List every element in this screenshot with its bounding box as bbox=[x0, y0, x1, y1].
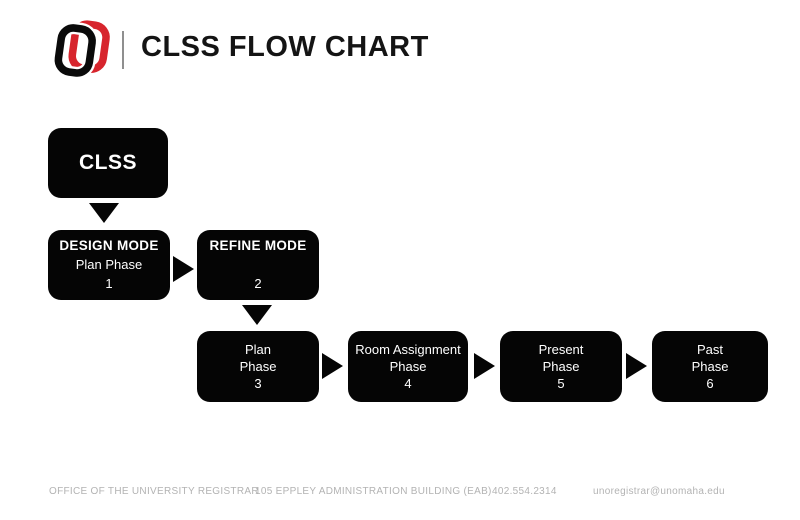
design-mode-title: DESIGN MODE bbox=[59, 238, 159, 253]
arrow-right-icon bbox=[626, 353, 647, 379]
phase3-line1: Plan bbox=[244, 342, 272, 357]
refine-mode-number: 2 bbox=[254, 276, 262, 291]
flow-box-room-assignment-phase-4: Room Assignment Phase 4 bbox=[348, 331, 468, 402]
phase5-number: 5 bbox=[557, 376, 565, 391]
page-title: CLSS FLOW CHART bbox=[141, 31, 429, 63]
flow-box-design-mode: DESIGN MODE Plan Phase 1 bbox=[48, 230, 170, 300]
footer-email: unoregistrar@unomaha.edu bbox=[593, 486, 725, 497]
phase6-line2: Phase bbox=[691, 359, 729, 374]
arrow-right-icon bbox=[173, 256, 194, 282]
phase5-line2: Phase bbox=[542, 359, 580, 374]
refine-mode-title: REFINE MODE bbox=[209, 238, 307, 253]
uno-o-logo-icon bbox=[52, 20, 110, 80]
footer-address: 105 EPPLEY ADMINISTRATION BUILDING (EAB) bbox=[255, 486, 492, 497]
phase5-line1: Present bbox=[538, 342, 584, 357]
arrow-right-icon bbox=[322, 353, 343, 379]
footer-phone: 402.554.2314 bbox=[492, 486, 557, 497]
arrow-right-icon bbox=[474, 353, 495, 379]
arrow-down-icon bbox=[242, 305, 272, 325]
phase3-number: 3 bbox=[254, 376, 262, 391]
flow-box-past-phase-6: Past Phase 6 bbox=[652, 331, 768, 402]
arrow-down-icon bbox=[89, 203, 119, 223]
flow-box-refine-mode: REFINE MODE 2 bbox=[197, 230, 319, 300]
header-divider bbox=[122, 31, 124, 69]
design-mode-number: 1 bbox=[105, 276, 113, 291]
phase6-number: 6 bbox=[706, 376, 714, 391]
phase3-line2: Phase bbox=[239, 359, 277, 374]
phase4-number: 4 bbox=[404, 376, 412, 391]
flow-box-clss-label: CLSS bbox=[78, 151, 137, 174]
flow-box-clss: CLSS bbox=[48, 128, 168, 198]
phase6-line1: Past bbox=[696, 342, 723, 357]
design-mode-subtitle: Plan Phase bbox=[75, 257, 143, 272]
flow-box-plan-phase-3: Plan Phase 3 bbox=[197, 331, 319, 402]
flow-box-present-phase-5: Present Phase 5 bbox=[500, 331, 622, 402]
phase4-line1: Room Assignment bbox=[355, 342, 461, 357]
footer-office-name: OFFICE OF THE UNIVERSITY REGISTRAR bbox=[49, 486, 259, 497]
phase4-line2: Phase bbox=[389, 359, 427, 374]
